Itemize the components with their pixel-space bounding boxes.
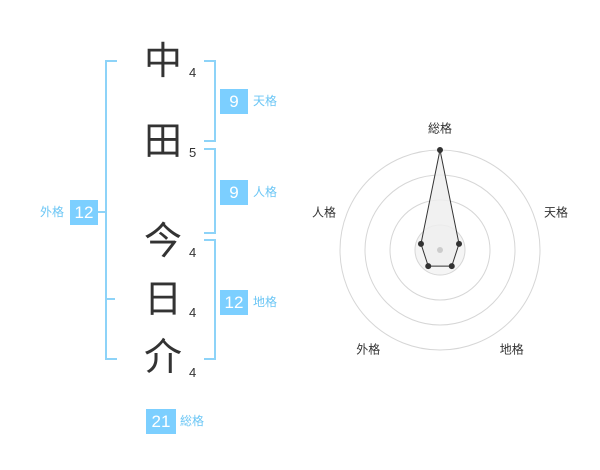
radar-axis-label-3: 地格 [499, 342, 524, 357]
stroke-count-3: 4 [189, 245, 197, 260]
stroke-count-4: 4 [189, 305, 197, 320]
radar-point-1 [437, 147, 443, 153]
gaikaku-label: 外格 [40, 205, 65, 219]
radar-point-5 [417, 240, 424, 247]
name-char-5: 介 [143, 335, 182, 379]
radar-point-3 [448, 263, 455, 270]
soukaku-label: 総格 [180, 414, 205, 428]
radar-axis-label-2: 天格 [544, 205, 569, 220]
radar-axis-label-1: 総格 [427, 121, 453, 136]
stroke-count-1: 4 [189, 65, 197, 80]
gaikaku-badge: 12 [70, 200, 98, 225]
name-char-3: 今 [143, 219, 182, 263]
stroke-count-5: 4 [189, 365, 197, 380]
chikaku-bracket [204, 239, 216, 360]
tenkaku-bracket [204, 60, 216, 142]
radar-polygon [420, 149, 460, 267]
stroke-count-2: 5 [189, 145, 197, 160]
gaikaku-bracket-divider [105, 298, 115, 300]
chikaku-label: 地格 [253, 295, 278, 309]
tenkaku-label: 天格 [253, 94, 278, 108]
gaikaku-bracket [105, 60, 117, 360]
name-char-2: 田 [143, 119, 182, 163]
jinkaku-label: 人格 [253, 185, 278, 199]
radar-center-point [437, 247, 443, 253]
soukaku-badge: 21 [146, 409, 176, 434]
radar-axis-label-4: 外格 [356, 342, 381, 357]
name-char-4: 日 [143, 277, 182, 321]
chikaku-badge: 12 [220, 290, 248, 315]
gaikaku-bracket-tick [95, 211, 105, 213]
radar-point-4 [425, 263, 432, 270]
tenkaku-badge: 9 [220, 89, 248, 114]
radar-axis-label-5: 人格 [311, 205, 336, 220]
jinkaku-bracket [204, 148, 216, 234]
radar-point-2 [456, 240, 463, 247]
jinkaku-badge: 9 [220, 180, 248, 205]
name-char-1: 中 [143, 39, 182, 83]
